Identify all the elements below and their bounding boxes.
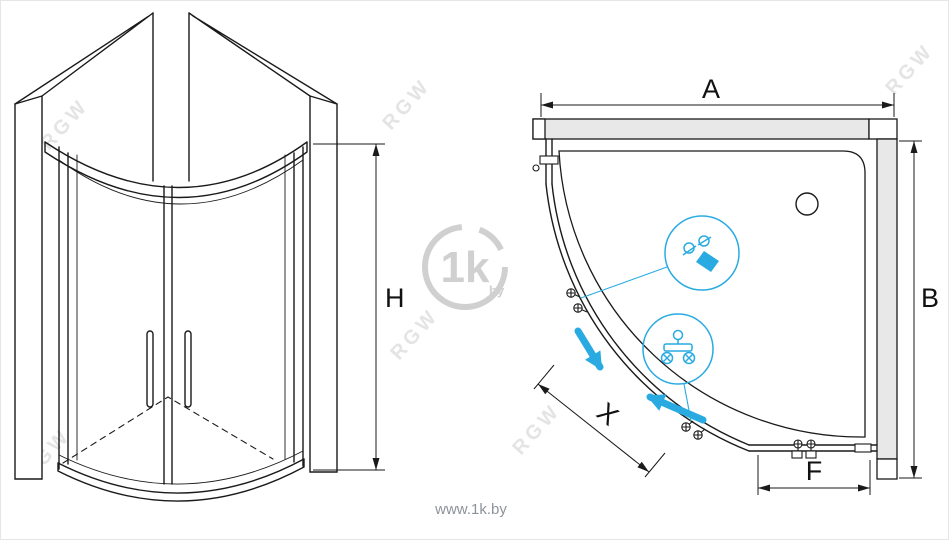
roller-detail-a-icon <box>682 235 719 272</box>
left-wall-post <box>14 95 43 480</box>
fixed-glass-edges <box>76 154 286 461</box>
back-corner-edges <box>152 12 190 182</box>
logo-suffix-text: by <box>489 283 505 298</box>
right-wall-bottom-cap <box>876 458 898 480</box>
detail-callout-roller-b <box>642 313 714 385</box>
diagonal-dimension-label: X <box>591 397 624 432</box>
dimension-B: B <box>899 140 939 479</box>
right-door-handle <box>184 330 192 408</box>
extension-lines <box>899 140 922 479</box>
top-wall <box>532 118 870 140</box>
top-wall-left-cap <box>532 118 546 140</box>
left-door-handle <box>146 330 154 408</box>
roller-hardware-upper <box>566 288 588 313</box>
logo-circle-icon <box>422 224 508 310</box>
slide-direction-arrows <box>574 327 707 424</box>
dimension-H: H <box>313 143 405 471</box>
watermark-text: RGW <box>881 39 938 99</box>
plan-view: A B X F <box>532 74 939 495</box>
dimension-line <box>537 383 650 473</box>
watermark-text: RGW <box>378 74 435 134</box>
wall-bracket-bottom <box>854 443 872 453</box>
door-arc-inner <box>551 183 750 446</box>
extension-lines <box>533 364 666 478</box>
detail-callout-roller-a <box>664 215 740 291</box>
right-wall <box>876 138 898 460</box>
curved-top-rail <box>44 141 308 199</box>
shower-tray <box>558 150 866 438</box>
door-bottom-edge <box>58 450 304 485</box>
roller-detail-b-icon <box>660 329 696 365</box>
panel-dimension-label: F <box>806 456 823 486</box>
wall-bracket-top <box>532 155 559 172</box>
right-wall-post <box>309 95 338 473</box>
corner-cap <box>868 118 898 140</box>
wall-top-edges <box>14 12 338 105</box>
watermark-text: RGW <box>508 399 565 459</box>
clamp-hardware-bottom <box>791 439 817 459</box>
tray-hidden-edges <box>62 396 274 464</box>
tray-front-rim <box>57 458 305 502</box>
leader-line-a <box>580 266 668 299</box>
door-center-stiles <box>163 185 173 485</box>
watermark-logo: 1k by <box>422 224 508 310</box>
width-dimension-label: A <box>702 74 720 104</box>
front-view: H <box>14 12 405 502</box>
detail-callouts <box>580 215 740 422</box>
roller-hardware-lower <box>681 420 706 440</box>
height-dimension-label: H <box>385 283 405 313</box>
door-top-edge <box>58 159 304 205</box>
drain-icon <box>795 192 819 216</box>
side-frame-profiles <box>58 146 304 470</box>
slide-arrow-left <box>574 327 604 371</box>
logo-text: 1k <box>441 243 490 292</box>
watermark-url: www.1k.by <box>434 501 507 518</box>
dimension-F: F <box>757 455 871 495</box>
dimension-A: A <box>540 74 895 117</box>
depth-dimension-label: B <box>921 283 939 313</box>
watermark-text: RGW <box>386 304 443 364</box>
slide-arrow-right <box>646 393 707 424</box>
